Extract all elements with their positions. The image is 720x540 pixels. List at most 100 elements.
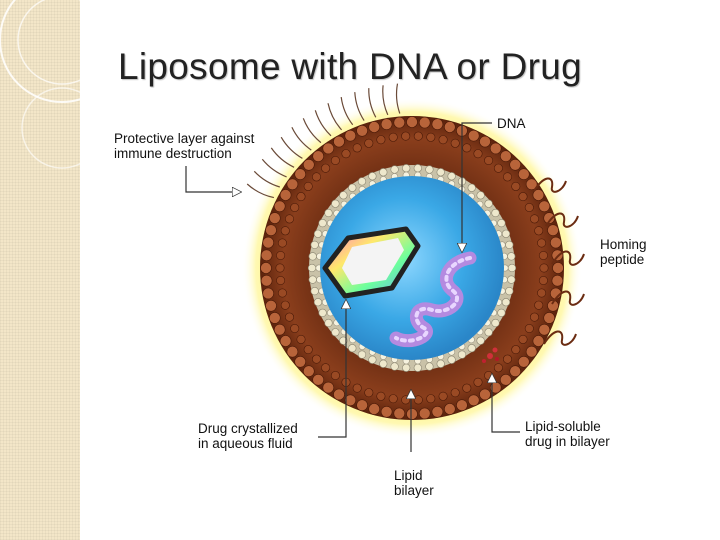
label-lipid-soluble-drug: Lipid-soluble drug in bilayer [525, 419, 610, 449]
lipid-head [484, 156, 494, 166]
lipid-head [262, 287, 275, 300]
polymer-chain [395, 83, 401, 114]
lipid-soluble-drug [482, 347, 499, 363]
lipid-head [499, 150, 512, 162]
lipid-head [294, 355, 307, 368]
lipid-head [529, 312, 539, 322]
lipid-head [268, 312, 281, 324]
dna-strand [389, 251, 477, 348]
lipid-head [517, 168, 530, 180]
aqueous-core [320, 176, 504, 360]
lipid-head [476, 191, 485, 200]
lipid-head [509, 159, 522, 171]
slide-title: Liposome with DNA or Drug [118, 46, 583, 87]
lipid-head [312, 150, 325, 162]
lipid-head [443, 403, 456, 415]
lipid-head [277, 288, 287, 298]
lipid-head [321, 363, 331, 373]
lipid-head [413, 395, 423, 405]
lipid-head [518, 192, 528, 202]
lipid-head [525, 178, 538, 191]
lipid-head [333, 135, 345, 148]
lipid-head [388, 394, 398, 404]
lipid-head [380, 405, 393, 418]
lipid-head [457, 350, 467, 359]
label-protective-layer: Protective layer against immune destruct… [114, 131, 254, 161]
polymer-chain [340, 97, 354, 126]
lipid-head [322, 381, 335, 394]
lipid-head [318, 308, 327, 318]
lipid-head [538, 200, 551, 213]
lipid-head [507, 275, 516, 284]
lipid-head [313, 298, 323, 307]
polymer-chain [327, 103, 343, 131]
lipid-head [379, 168, 388, 177]
lipid-head [286, 345, 299, 358]
callout-protective [185, 166, 237, 192]
lipid-head [308, 275, 317, 284]
lipid-head [473, 377, 483, 387]
polymer-chain [291, 127, 312, 151]
lipid-head [502, 354, 512, 364]
lipid-head [443, 121, 456, 133]
lipid-head [418, 407, 431, 420]
label-lipid-line2: bilayer [394, 483, 434, 498]
lipid-head [547, 299, 559, 312]
lipid-head [413, 164, 422, 173]
lipid-head [268, 212, 281, 224]
lipid-head [302, 159, 315, 171]
outer-lipid-heads [260, 116, 564, 420]
lipid-head [390, 165, 399, 174]
lipid-head [534, 226, 544, 236]
lipid-head [426, 132, 436, 142]
lipid-head [277, 238, 287, 248]
homing-peptide-curl [551, 290, 585, 306]
label-homing-peptide: Homing peptide [600, 237, 647, 267]
lipid-head [484, 199, 493, 208]
lipid-head [489, 142, 502, 155]
lipid-head [537, 238, 547, 248]
lipid-head [532, 335, 545, 347]
lipid-head [438, 391, 448, 401]
label-drug-line1: Drug crystallized [198, 421, 298, 436]
lipid-head [312, 373, 325, 386]
lipid-head [260, 274, 273, 287]
lipid-head [418, 116, 431, 129]
label-drug-line2: in aqueous fluid [198, 436, 293, 451]
lipid-head [413, 363, 422, 372]
lipid-head [331, 328, 340, 337]
lipid-head [462, 143, 472, 153]
lipid-head [406, 408, 418, 420]
polymer-chain [246, 183, 275, 199]
lipid-head [491, 208, 500, 218]
lipid-head [368, 121, 381, 133]
lipid-head [339, 336, 348, 345]
lipid-head [501, 229, 511, 238]
lipid-head [462, 383, 472, 393]
lipid-head [339, 191, 348, 200]
lipid-head [348, 183, 357, 192]
lipid-head [425, 362, 434, 371]
polymer-chain [354, 92, 365, 121]
lipid-head [341, 149, 351, 159]
lipid-head [284, 312, 294, 322]
lipid-head [318, 219, 327, 228]
label-lipid-bilayer: Lipid bilayer [394, 468, 434, 498]
lipid-head [511, 181, 521, 191]
lipid-head [302, 365, 315, 378]
polymer-chain [253, 170, 280, 188]
drug-crystal [322, 226, 421, 299]
lipid-head [467, 183, 476, 192]
lipid-head [330, 370, 340, 380]
lipid-head [493, 163, 503, 173]
polymer-chain [368, 88, 377, 118]
label-protective-line2: immune destruction [114, 146, 232, 161]
lipid-head [376, 135, 386, 145]
lipid-head [479, 388, 491, 401]
lipid-head [502, 172, 512, 182]
lipid-head [393, 407, 406, 420]
lipid-head [311, 172, 321, 182]
polymer-chain [261, 158, 287, 178]
lipid-head [262, 236, 275, 249]
